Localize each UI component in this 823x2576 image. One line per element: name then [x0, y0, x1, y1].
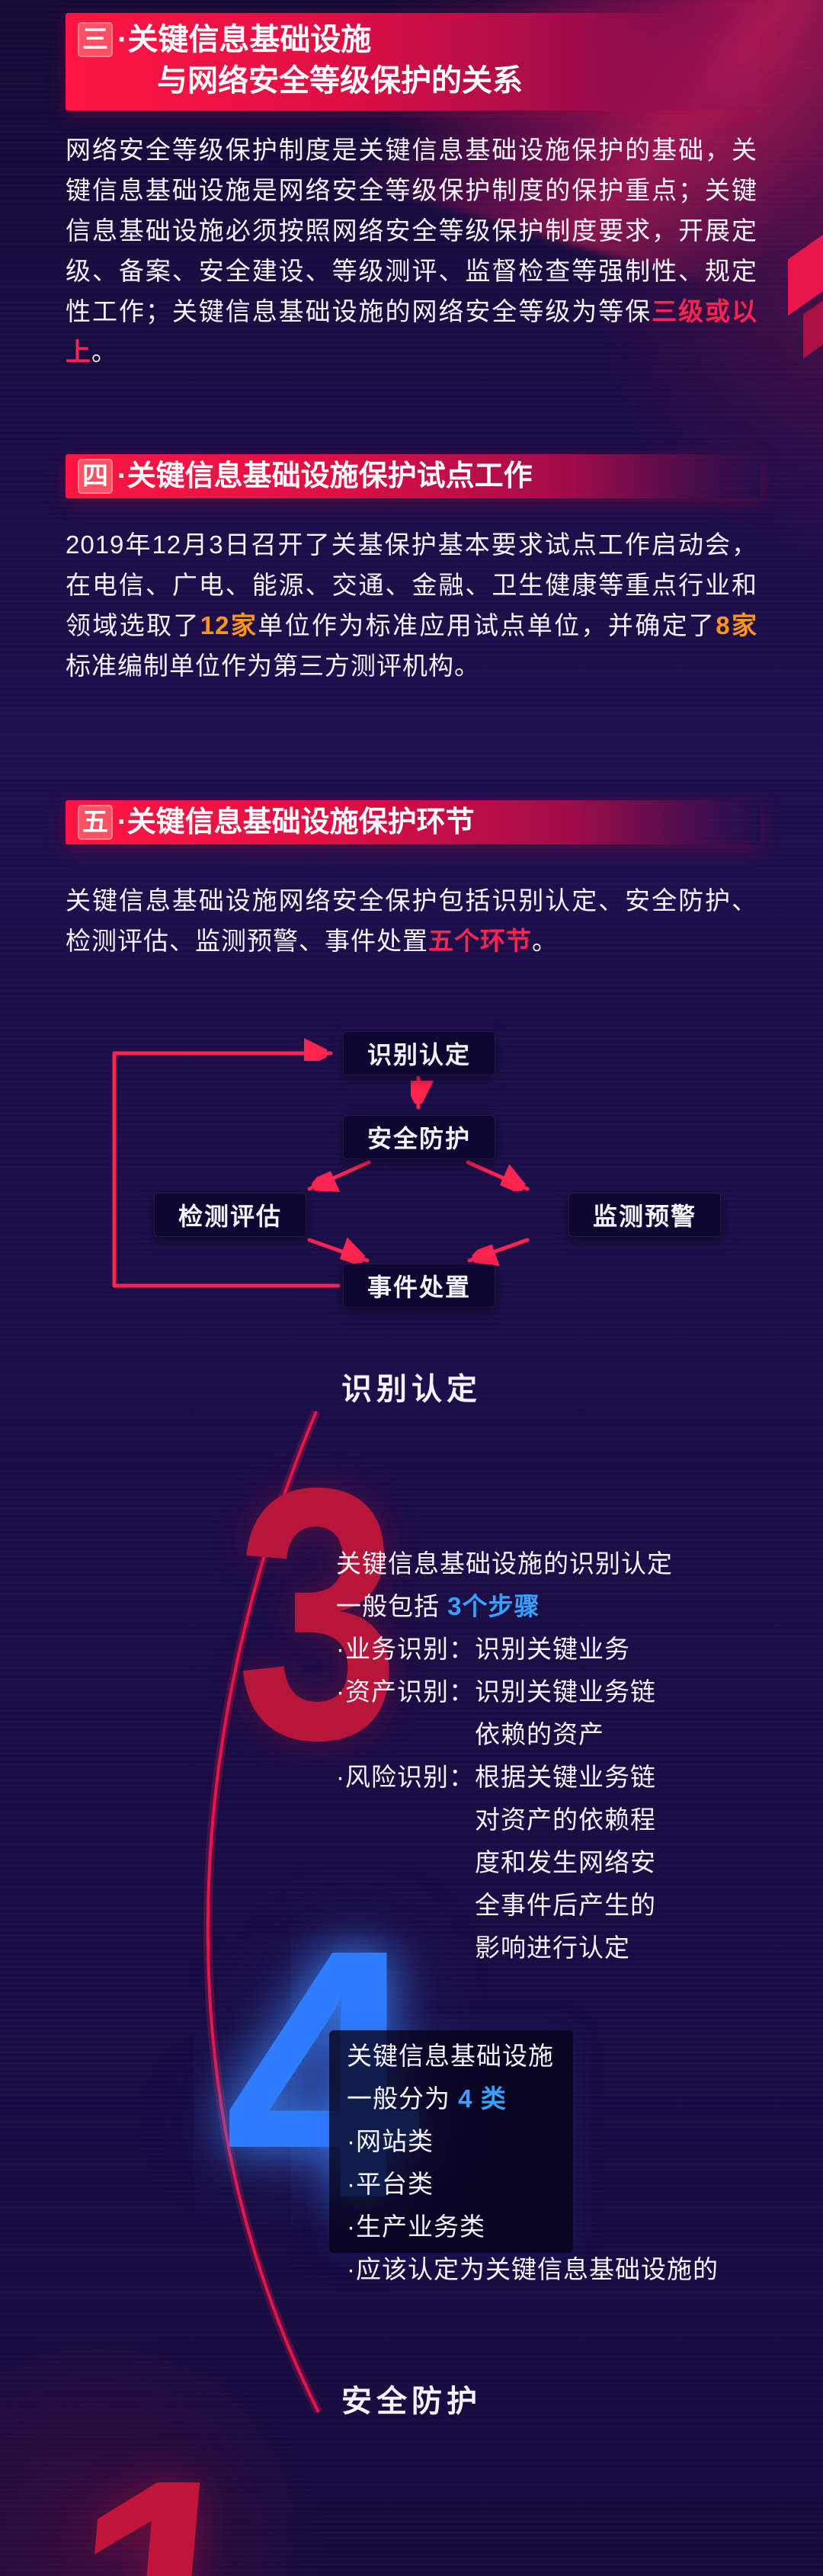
- item-label: ·业务识别：: [336, 1635, 475, 1663]
- paragraph-text: 标准编制单位作为第三方测评机构。: [66, 652, 480, 680]
- paragraph-text: 网络安全等级保护制度是关键信息基础设施保护的基础，关键信息基础设施是网络安全等级…: [66, 136, 757, 325]
- item-text: 识别关键业务链依赖的资产: [475, 1677, 656, 1748]
- list-item: ·业务识别： 识别关键业务: [336, 1628, 778, 1671]
- flowchart-node-evaluation: 检测评估: [155, 1193, 306, 1236]
- categories-block: 关键信息基础设施 一般分为 4 类 ·网站类 ·平台类 ·生产业务类 ·应该认定…: [347, 2035, 719, 2291]
- section-five-title: ·关键信息基础设施保护环节: [117, 806, 475, 838]
- highlight-blue-text: 4 类: [458, 2084, 507, 2113]
- highlight-orange-text: 8家: [716, 611, 758, 639]
- flowchart-node-identification: 识别认定: [344, 1032, 495, 1075]
- section-three-header: 三 ·关键信息基础设施 与网络安全等级保护的关系: [66, 13, 761, 111]
- highlight-red-text: 三级或以上: [66, 297, 758, 366]
- section-four-title: ·关键信息基础设施保护试点工作: [117, 460, 533, 492]
- block4-line2-prefix: 一般分为: [347, 2084, 459, 2113]
- right-edge-red-shape-small: [803, 298, 823, 359]
- flowchart-node-incident: 事件处置: [344, 1264, 495, 1307]
- item-text: 根据关键业务链对资产的依赖程度和发生网络安全事件后产生的影响进行认定: [475, 1763, 656, 1962]
- block4-line2: 一般分为 4 类: [347, 2078, 719, 2120]
- subsection-title-protection: 安全防护: [341, 2385, 482, 2418]
- highlight-red-text: 五个环节: [428, 927, 532, 955]
- paragraph-text: 关键信息基础设施网络安全保护包括识别认定、安全防护、检测评估、监测预警、事件处置: [66, 886, 757, 955]
- block3-line2-prefix: 一般包括: [336, 1592, 448, 1620]
- list-item: ·网站类: [347, 2127, 434, 2155]
- paragraph-text: 2019年12月3日召开了关基保护基本要求试点工作启动会，在电信、广电、能源、交…: [66, 530, 757, 639]
- flowchart-node-protection: 安全防护: [344, 1116, 495, 1158]
- item-label: ·风险识别：: [336, 1763, 475, 1791]
- highlight-orange-text: 12家: [200, 611, 258, 639]
- protection-cycle-flowchart: 识别认定 安全防护 检测评估 监测预警 事件处置: [0, 1020, 823, 1341]
- paragraph-text: 。: [91, 338, 117, 366]
- flowchart-arrows: [112, 1020, 823, 1288]
- highlight-blue-text: 3个步骤: [447, 1592, 540, 1620]
- block4-line1: 关键信息基础设施: [347, 2042, 554, 2070]
- block3-line2: 一般包括 3个步骤: [336, 1585, 778, 1628]
- section-five-header: 五 ·关键信息基础设施保护环节: [66, 800, 761, 844]
- section-three-paragraph: 网络安全等级保护制度是关键信息基础设施保护的基础，关键信息基础设施是网络安全等级…: [66, 130, 757, 372]
- list-item: ·平台类: [347, 2170, 434, 2198]
- identification-steps-block: 关键信息基础设施的识别认定 一般包括 3个步骤 ·业务识别： 识别关键业务 ·资…: [336, 1543, 778, 1969]
- item-text: 识别关键业务: [475, 1635, 630, 1663]
- section-number-badge: 四: [78, 459, 113, 494]
- subsection-title-identification: 识别认定: [341, 1373, 482, 1406]
- section-number-badge: 五: [78, 805, 113, 840]
- section-four-header: 四 ·关键信息基础设施保护试点工作: [66, 454, 761, 498]
- list-item: ·应该认定为关键信息基础设施的: [347, 2255, 719, 2283]
- list-item: ·风险识别： 根据关键业务链对资产的依赖程度和发生网络安全事件后产生的影响进行认…: [336, 1756, 778, 1969]
- section-three-title-line1: ·关键信息基础设施: [117, 23, 372, 56]
- categories-panel: [329, 2030, 573, 2253]
- item-label: ·资产识别：: [336, 1677, 475, 1706]
- list-item: ·生产业务类: [347, 2212, 485, 2241]
- flowchart-node-warning: 监测预警: [569, 1193, 720, 1236]
- section-three-title-line2: 与网络安全等级保护的关系: [157, 64, 523, 98]
- block3-line1: 关键信息基础设施的识别认定: [336, 1549, 673, 1578]
- section-four-paragraph: 2019年12月3日召开了关基保护基本要求试点工作启动会，在电信、广电、能源、交…: [66, 524, 757, 686]
- big-number-1-partial: 1: [53, 2412, 267, 2576]
- paragraph-text: 。: [532, 927, 558, 955]
- list-item: ·资产识别： 识别关键业务链依赖的资产: [336, 1671, 778, 1756]
- paragraph-text: 单位作为标准应用试点单位，并确定了: [258, 611, 716, 639]
- section-five-paragraph: 关键信息基础设施网络安全保护包括识别认定、安全防护、检测评估、监测预警、事件处置…: [66, 880, 757, 961]
- section-number-badge: 三: [78, 22, 113, 57]
